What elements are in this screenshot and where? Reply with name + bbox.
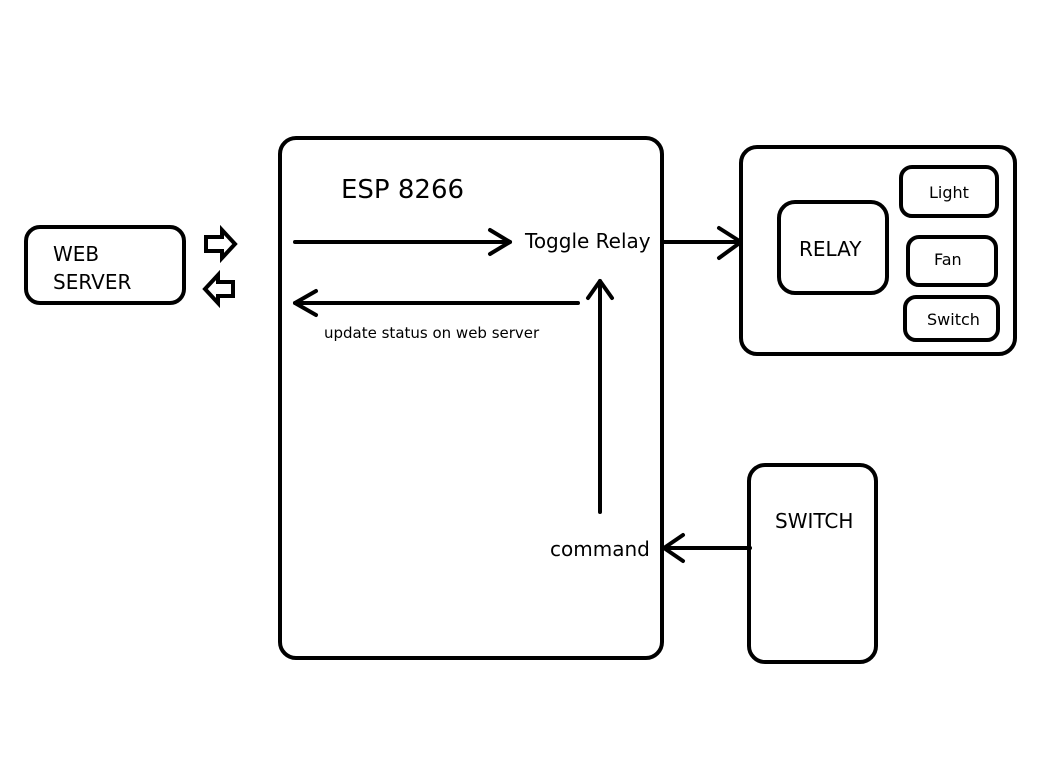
- light-output-box: [899, 165, 999, 218]
- arrow-command-to-toggle: [586, 279, 614, 514]
- esp8266-title: ESP 8266: [341, 175, 464, 205]
- hollow-arrow-right-icon: [204, 224, 238, 264]
- relay-module: RELAY Light Fan Switch: [739, 145, 1017, 356]
- hollow-arrow-left-icon: [202, 269, 235, 309]
- web-server-label-line2: SERVER: [53, 270, 131, 294]
- fan-output-label: Fan: [934, 250, 962, 269]
- esp8266-node: ESP 8266 Toggle Relay update status on w…: [278, 136, 664, 660]
- switch-box: [747, 463, 878, 664]
- light-output-label: Light: [929, 183, 969, 202]
- web-server-label-line1: WEB: [53, 242, 99, 266]
- arrow-update-status: [293, 289, 580, 317]
- switch-output-box: [903, 295, 1000, 342]
- relay-box: [777, 200, 889, 295]
- arrow-to-toggle-relay: [293, 228, 512, 256]
- switch-node: SWITCH: [747, 463, 878, 664]
- esp8266-box: [278, 136, 664, 660]
- relay-label: RELAY: [799, 237, 862, 261]
- arrow-switch-to-command: [662, 533, 752, 563]
- toggle-relay-label: Toggle Relay: [524, 229, 651, 253]
- arrowhead-left-icon: [293, 289, 318, 317]
- arrowhead-up-icon: [586, 279, 614, 300]
- web-server-node: WEB SERVER: [24, 225, 186, 305]
- arrowhead-right-icon: [488, 228, 512, 256]
- arrow-esp-to-relay: [662, 226, 743, 260]
- update-status-label: update status on web server: [324, 324, 540, 342]
- switch-label: SWITCH: [775, 509, 853, 533]
- arrowhead-left-icon: [662, 533, 685, 563]
- command-label: command: [550, 537, 650, 561]
- web-server-box: [24, 225, 186, 305]
- fan-output-box: [906, 235, 998, 287]
- switch-output-label: Switch: [927, 310, 980, 329]
- web-server-link-arrows: [202, 224, 238, 309]
